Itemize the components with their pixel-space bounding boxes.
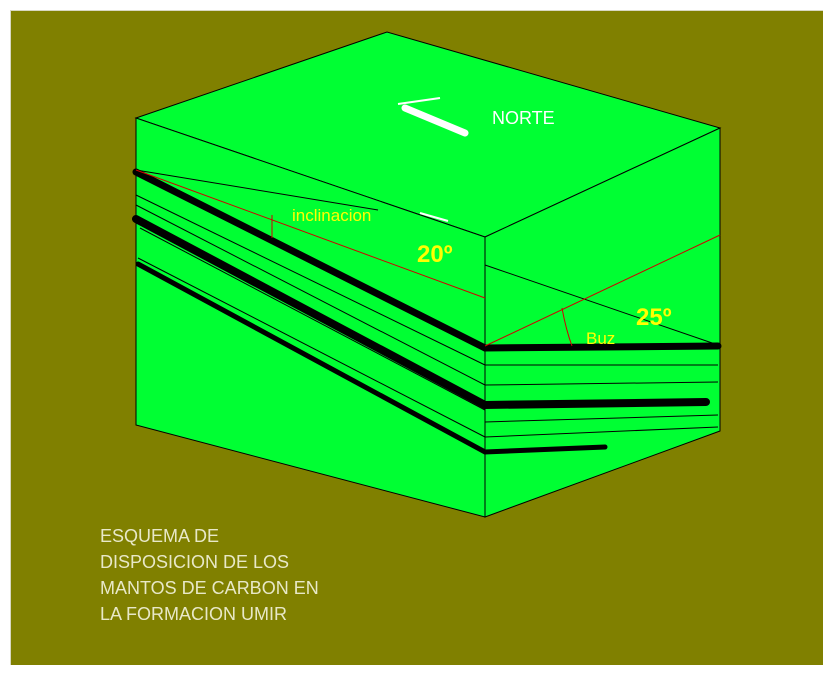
- compass-label: NORTE: [492, 108, 555, 128]
- dip-label: Buz: [586, 329, 615, 348]
- inclination-angle: 20º: [417, 241, 453, 268]
- strike-trace: [419, 212, 449, 222]
- coal-seam-3: [135, 261, 608, 455]
- north-arrow-icon: [397, 97, 469, 137]
- strata-lines: [135, 169, 719, 438]
- dip-angle: 25º: [636, 304, 672, 331]
- construction-lines: [135, 169, 721, 347]
- caption-line: MANTOS DE CARBON EN: [100, 578, 319, 598]
- coal-seam-2: [132, 215, 710, 410]
- caption-line: ESQUEMA DE: [100, 526, 220, 546]
- coal-seams: [132, 168, 722, 455]
- coal-seam-1: [132, 168, 722, 352]
- inclination-label: inclinacion: [292, 206, 371, 225]
- caption-line: DISPOSICION DE LOS: [100, 552, 290, 572]
- diagram-caption: ESQUEMA DE DISPOSICION DE LOS MANTOS DE …: [100, 523, 319, 627]
- caption-line: LA FORMACION UMIR: [100, 604, 288, 624]
